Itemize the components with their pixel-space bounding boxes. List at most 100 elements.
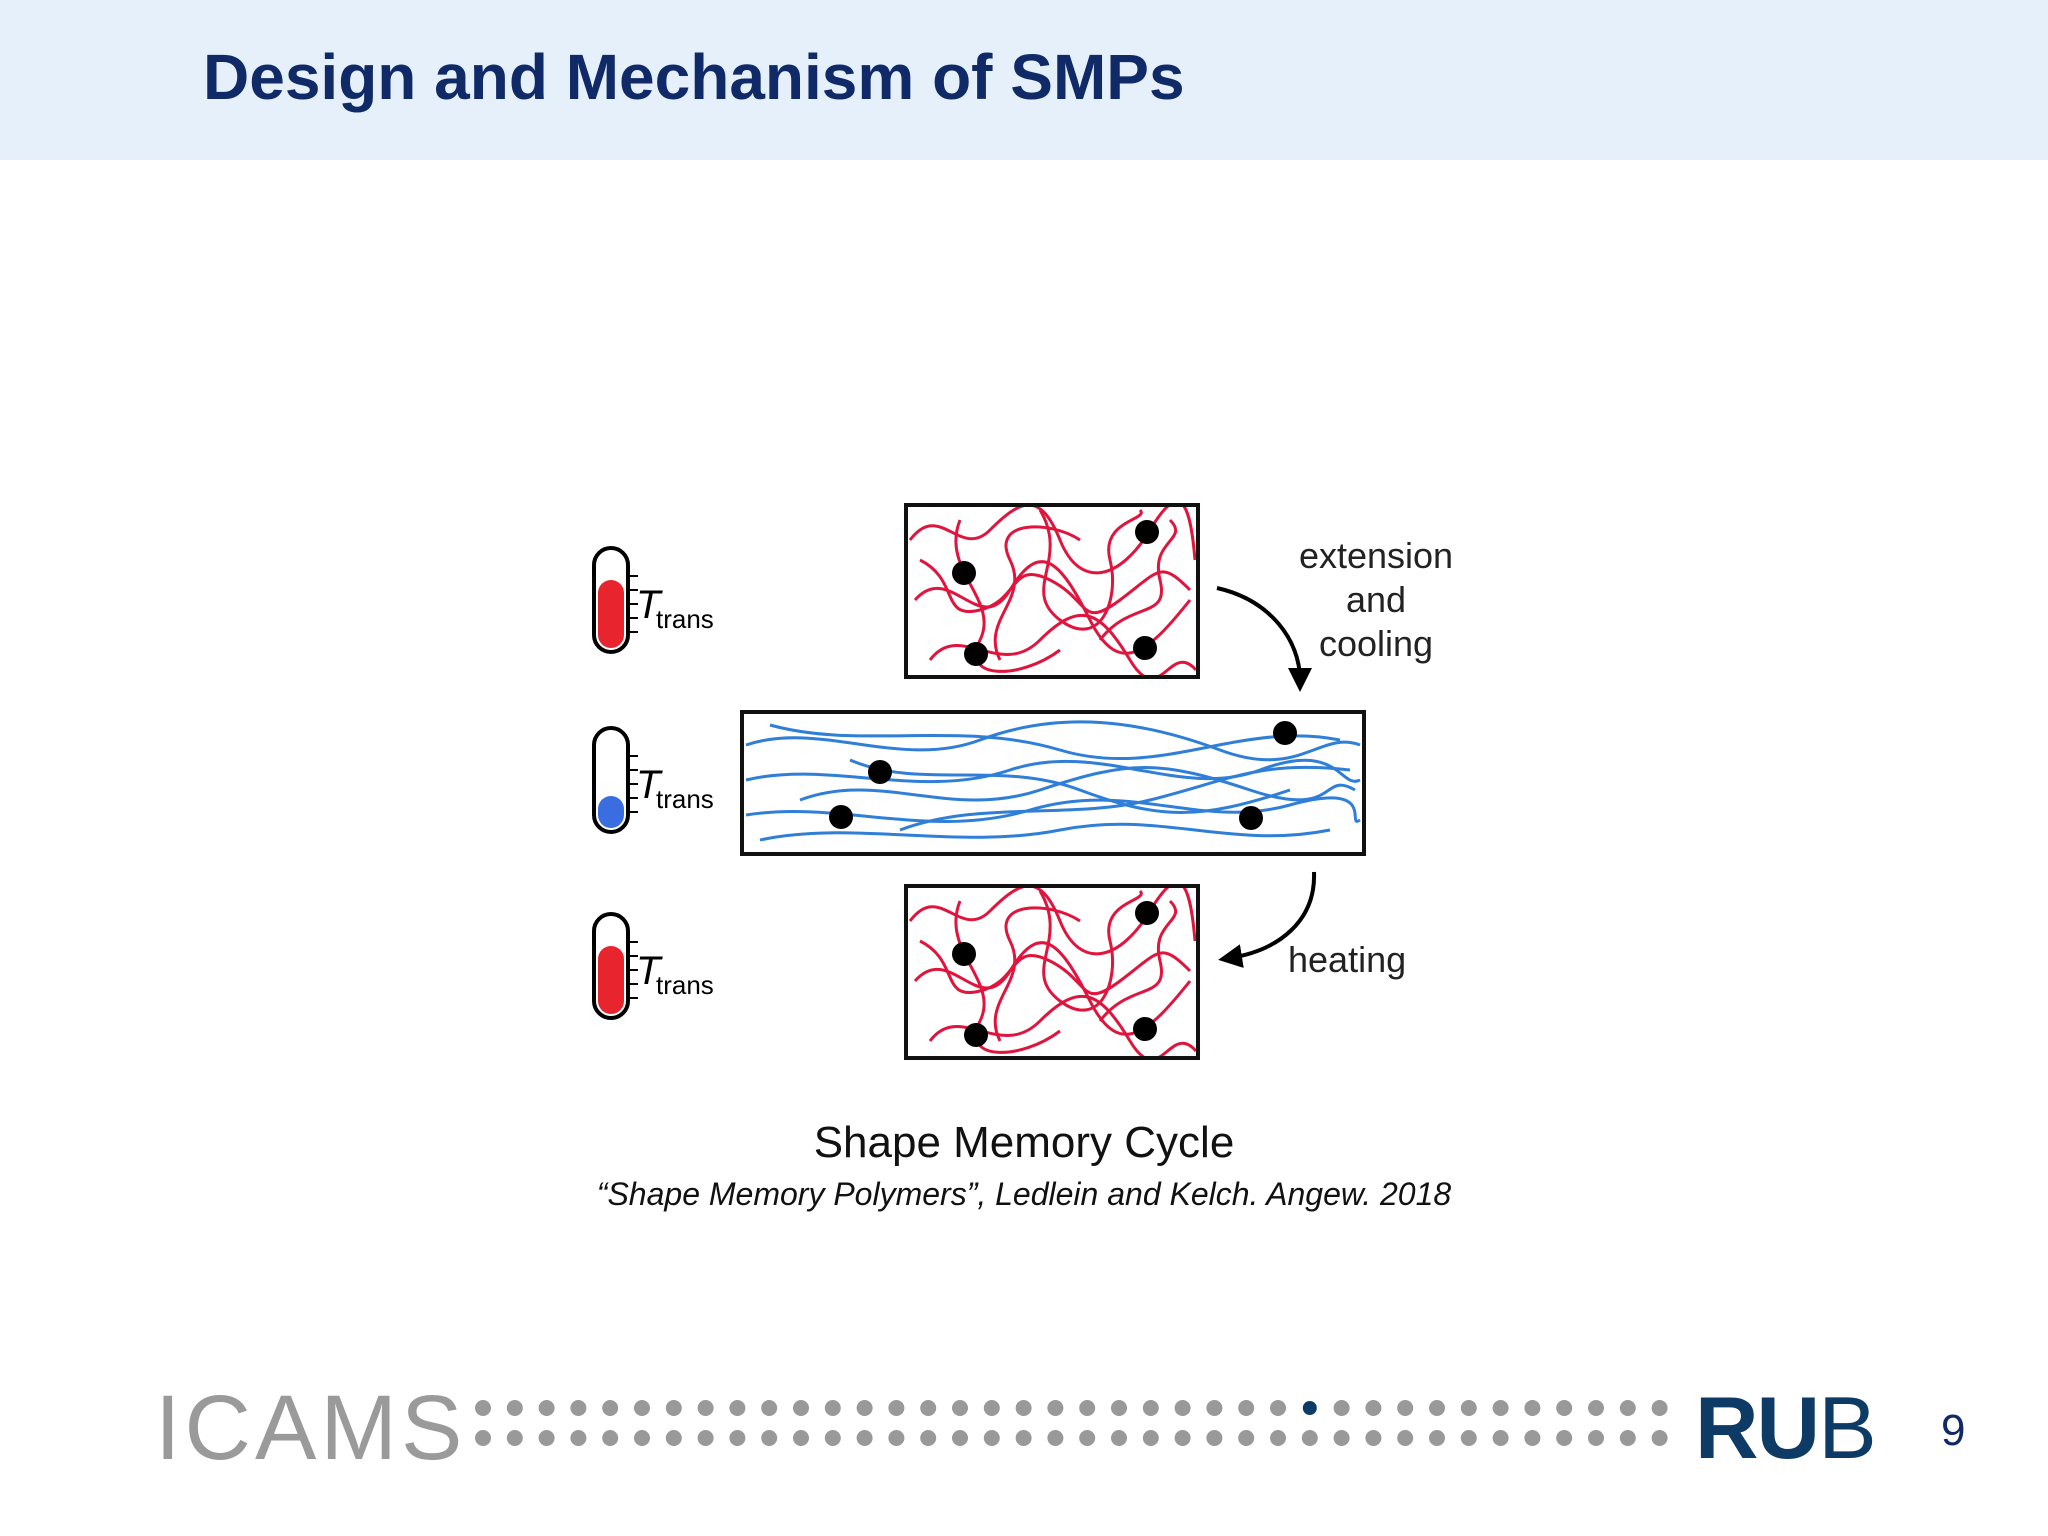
progress-dot	[1588, 1430, 1604, 1446]
progress-dot	[538, 1430, 555, 1446]
progress-dot	[1651, 1400, 1668, 1416]
progress-dot	[761, 1400, 778, 1416]
netpoint	[1135, 901, 1159, 925]
progress-dot	[475, 1400, 491, 1416]
progress-dot	[888, 1430, 905, 1446]
progress-dot	[729, 1430, 746, 1446]
thermometer-fill	[598, 580, 624, 648]
progress-dot	[1270, 1430, 1286, 1446]
progress-dot	[634, 1430, 650, 1446]
thermometer-label: T	[636, 763, 663, 807]
progress-dot	[793, 1400, 809, 1416]
progress-dot	[1397, 1400, 1414, 1416]
icams-logo-text: ICAMS	[155, 1377, 467, 1479]
progress-dot	[1365, 1400, 1382, 1416]
progress-dot	[1301, 1430, 1318, 1446]
netpoint	[1133, 1017, 1157, 1041]
figure-citation: “Shape Memory Polymers”, Ledlein and Kel…	[596, 1176, 1452, 1212]
progress-dot	[1556, 1430, 1573, 1446]
thermometer-subscript: trans	[656, 604, 714, 634]
polymer-chains-cold	[745, 720, 1361, 842]
progress-dot	[983, 1430, 1000, 1446]
netpoint	[964, 1023, 988, 1047]
progress-dot	[1397, 1430, 1414, 1446]
progress-dot	[538, 1400, 555, 1416]
thermometer-subscript: trans	[656, 970, 714, 1000]
progress-dot	[1619, 1400, 1636, 1416]
netpoint	[964, 642, 988, 666]
progress-dot	[1588, 1400, 1604, 1416]
progress-dot	[856, 1430, 873, 1446]
extension-cooling-arrow	[1216, 586, 1312, 692]
extension-label-line1: extension	[1299, 535, 1453, 576]
progress-dot	[1047, 1430, 1064, 1446]
progress-dot	[952, 1430, 968, 1446]
progress-dot	[1460, 1400, 1477, 1416]
polymer-chains-hot	[908, 505, 1198, 677]
progress-dot	[506, 1400, 523, 1416]
progress-dot	[1524, 1430, 1541, 1446]
page-number: 9	[1941, 1406, 1966, 1455]
icams-logo: ICAMS	[155, 1382, 466, 1474]
progress-dot	[1142, 1400, 1159, 1416]
thermometer-fill	[598, 796, 624, 828]
thermometer-subscript: trans	[656, 784, 714, 814]
progress-dot	[856, 1400, 873, 1416]
progress-dot	[697, 1400, 714, 1416]
progress-dot	[570, 1430, 587, 1446]
netpoint	[868, 760, 892, 784]
progress-dot	[1111, 1430, 1127, 1446]
progress-dot	[1015, 1400, 1032, 1416]
progress-dot	[506, 1430, 523, 1446]
netpoint	[1273, 721, 1297, 745]
progress-dot	[1142, 1430, 1159, 1446]
thermometer-label: T	[636, 583, 663, 627]
rub-logo-thin: B	[1818, 1378, 1877, 1477]
progress-dot	[729, 1400, 746, 1416]
progress-dot	[1333, 1430, 1350, 1446]
progress-dot	[602, 1400, 619, 1416]
progress-dot	[793, 1430, 809, 1446]
progress-dot	[1206, 1400, 1223, 1416]
progress-dot	[1238, 1430, 1255, 1446]
progress-dot	[697, 1430, 714, 1446]
netpoint	[1135, 520, 1159, 544]
progress-dot	[1429, 1430, 1445, 1446]
thermometer-label: T	[636, 949, 663, 993]
progress-dot	[1079, 1400, 1096, 1416]
progress-dot	[761, 1430, 778, 1446]
progress-dot-active	[1302, 1401, 1317, 1415]
heating-label: heating	[1288, 939, 1406, 980]
progress-dot	[1365, 1430, 1382, 1446]
progress-dot	[1047, 1400, 1064, 1416]
progress-dot	[1206, 1430, 1223, 1446]
progress-dot	[1111, 1400, 1127, 1416]
progress-dot	[634, 1400, 650, 1416]
progress-dot	[952, 1400, 968, 1416]
progress-dot	[1460, 1430, 1477, 1446]
rub-logo-bold: RU	[1695, 1378, 1820, 1477]
permanent-shape-box-top	[904, 503, 1200, 679]
recovered-shape-box-bottom	[904, 884, 1200, 1060]
progress-dot	[888, 1400, 905, 1416]
progress-dot	[1492, 1430, 1509, 1446]
progress-dot	[1333, 1400, 1350, 1416]
progress-dot	[570, 1400, 587, 1416]
thermometer-middle: T trans	[592, 726, 714, 834]
progress-dot	[983, 1400, 1000, 1416]
progress-dot	[602, 1430, 619, 1446]
progress-dot	[1492, 1400, 1509, 1416]
extension-label-line3: cooling	[1319, 623, 1433, 664]
progress-dot	[1429, 1400, 1445, 1416]
progress-dot	[1174, 1400, 1191, 1416]
netpoint	[1133, 636, 1157, 660]
progress-dot	[1015, 1430, 1032, 1446]
progress-dot	[475, 1430, 491, 1446]
figure-caption: Shape Memory Cycle	[813, 1118, 1235, 1167]
netpoint	[952, 942, 976, 966]
rub-logo: RUB	[1695, 1384, 1877, 1472]
thermometer-fill	[598, 946, 624, 1014]
progress-dot	[1238, 1400, 1255, 1416]
heating-arrow	[1218, 871, 1317, 968]
